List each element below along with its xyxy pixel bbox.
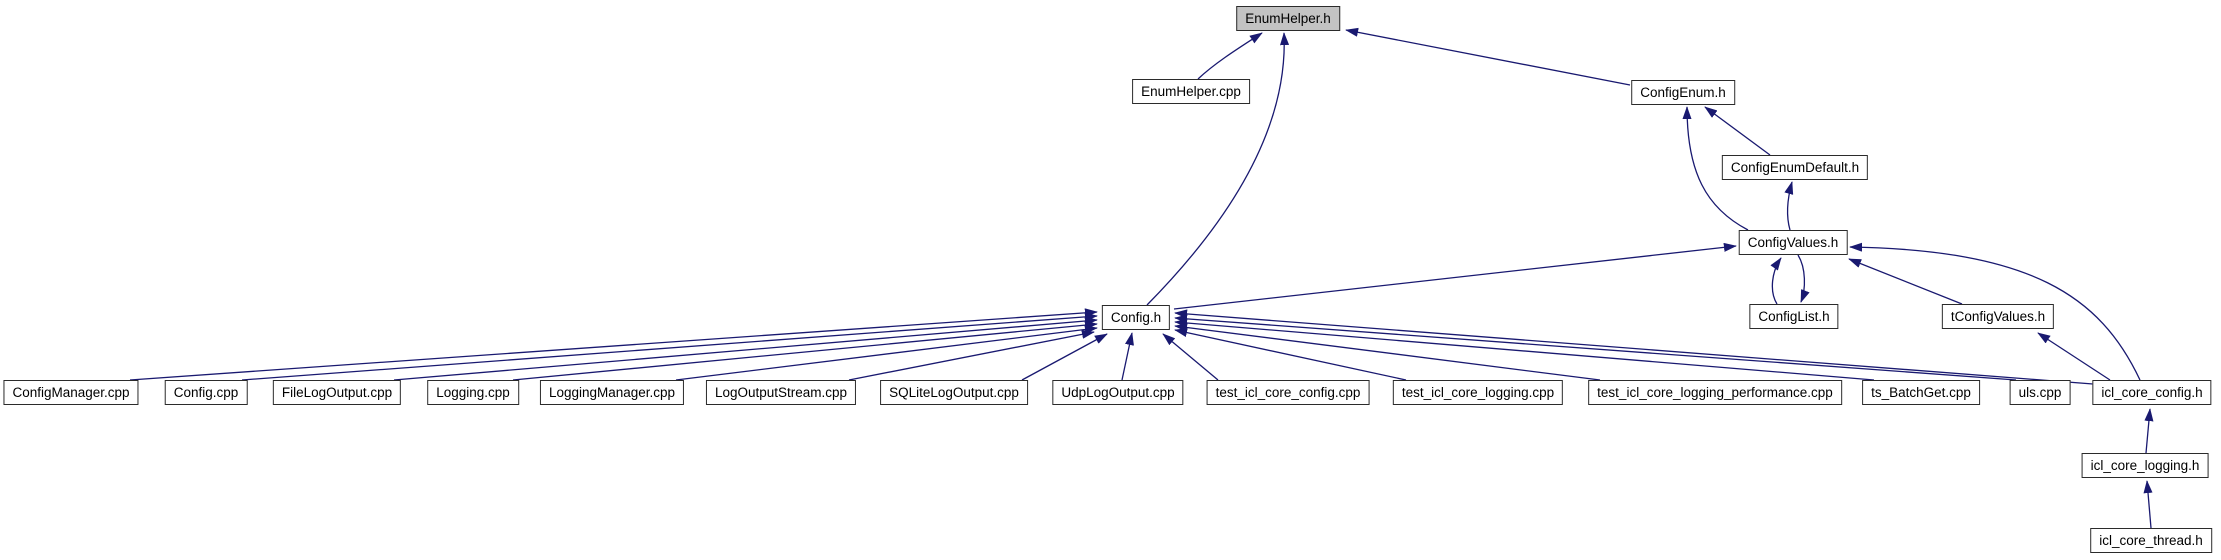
edge-test-icl-core-logging-performance-cpp-to-config-h bbox=[1174, 323, 1601, 381]
node-tconfigvalues-h[interactable]: tConfigValues.h bbox=[1941, 304, 2055, 329]
edge-logging-cpp-to-config-h bbox=[512, 320, 1098, 381]
node-configlist-h[interactable]: ConfigList.h bbox=[1749, 304, 1839, 329]
edge-loggingmanager-cpp-to-config-h bbox=[675, 324, 1098, 381]
edge-icl-core-config-h-to-configvalues-h bbox=[1849, 242, 2141, 381]
edge-filelogoutput-cpp-to-config-h bbox=[393, 316, 1098, 381]
edge-test-icl-core-logging-cpp-to-config-h bbox=[1174, 328, 1407, 381]
node-udplogoutput-cpp[interactable]: UdpLogOutput.cpp bbox=[1052, 380, 1184, 405]
edge-tconfigvalues-h-to-configvalues-h bbox=[1848, 258, 1963, 305]
edge-configvalues-h-to-configenumdefault-h bbox=[1784, 181, 1794, 231]
node-configenum-h[interactable]: ConfigEnum.h bbox=[1631, 80, 1735, 105]
edge-sqlitelogoutput-cpp-to-config-h bbox=[1021, 333, 1108, 381]
edge-icl-core-config-h-to-tconfigvalues-h bbox=[2037, 332, 2111, 381]
edge-enumhelper-cpp-to-enumhelper-h bbox=[1197, 32, 1263, 80]
edge-logoutputstream-cpp-to-config-h bbox=[848, 329, 1095, 381]
node-test-icl-core-logging-cpp[interactable]: test_icl_core_logging.cpp bbox=[1392, 380, 1564, 405]
node-configmanager-cpp[interactable]: ConfigManager.cpp bbox=[3, 380, 139, 405]
edge-configmanager-cpp-to-config-h bbox=[129, 308, 1098, 381]
node-logging-cpp[interactable]: Logging.cpp bbox=[427, 380, 519, 405]
node-config-cpp[interactable]: Config.cpp bbox=[164, 380, 248, 405]
edge-icl-core-thread-h-to-icl-core-logging-h bbox=[2143, 480, 2153, 529]
edge-config-cpp-to-config-h bbox=[241, 312, 1098, 381]
node-loggingmanager-cpp[interactable]: LoggingManager.cpp bbox=[539, 380, 685, 405]
node-icl-core-logging-h[interactable]: icl_core_logging.h bbox=[2081, 453, 2209, 478]
edge-ts-batchget-cpp-to-config-h bbox=[1174, 318, 1875, 381]
node-configenumdefault-h[interactable]: ConfigEnumDefault.h bbox=[1721, 155, 1869, 180]
node-enumhelper-cpp[interactable]: EnumHelper.cpp bbox=[1132, 79, 1250, 104]
node-configvalues-h[interactable]: ConfigValues.h bbox=[1738, 230, 1848, 255]
edge-config-h-to-configvalues-h bbox=[1173, 242, 1737, 310]
edge-config-h-to-enumhelper-h bbox=[1146, 32, 1290, 306]
edge-uls-cpp-to-config-h bbox=[1174, 314, 2017, 381]
node-filelogoutput-cpp[interactable]: FileLogOutput.cpp bbox=[272, 380, 402, 405]
node-uls-cpp[interactable]: uls.cpp bbox=[2009, 380, 2071, 405]
node-test-icl-core-logging-performance-cpp[interactable]: test_icl_core_logging_performance.cpp bbox=[1588, 380, 1842, 405]
node-logoutputstream-cpp[interactable]: LogOutputStream.cpp bbox=[705, 380, 857, 405]
node-sqlitelogoutput-cpp[interactable]: SQLiteLogOutput.cpp bbox=[880, 380, 1028, 405]
node-test-icl-core-config-cpp[interactable]: test_icl_core_config.cpp bbox=[1206, 380, 1370, 405]
edge-configvalues-h-to-configlist-h bbox=[1797, 254, 1810, 303]
node-config-h[interactable]: Config.h bbox=[1101, 305, 1171, 330]
edge-icl-core-config-h-to-config-h bbox=[1174, 309, 2094, 385]
node-enumhelper-h: EnumHelper.h bbox=[1236, 6, 1340, 31]
edge-icl-core-logging-h-to-icl-core-config-h bbox=[2144, 408, 2154, 454]
node-ts-batchget-cpp[interactable]: ts_BatchGet.cpp bbox=[1862, 380, 1980, 405]
node-icl-core-config-h[interactable]: icl_core_config.h bbox=[2092, 380, 2212, 405]
edge-configvalues-h-to-configenum-h bbox=[1682, 106, 1749, 231]
edge-udplogoutput-cpp-to-config-h bbox=[1121, 332, 1134, 381]
node-icl-core-thread-h[interactable]: icl_core_thread.h bbox=[2090, 528, 2212, 553]
edge-configenumdefault-h-to-configenum-h bbox=[1704, 106, 1771, 156]
edge-configenum-h-to-enumhelper-h bbox=[1345, 27, 1631, 86]
edge-configlist-h-to-configvalues-h bbox=[1770, 257, 1782, 305]
edge-test-icl-core-config-cpp-to-config-h bbox=[1162, 333, 1219, 381]
